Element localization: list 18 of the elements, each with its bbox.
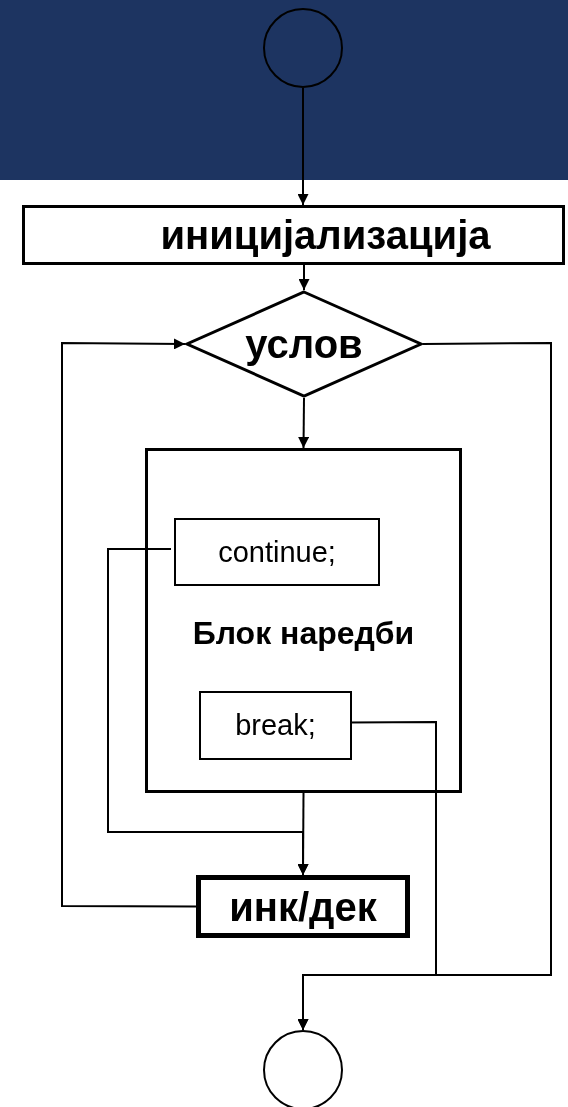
node-label: break;: [235, 711, 316, 740]
node-label: Блок наредби: [191, 617, 416, 649]
process-box: [22, 205, 565, 265]
statement-box: [199, 691, 352, 760]
process-box: [196, 875, 410, 938]
arrow: [298, 264, 310, 291]
node-label: инк/дек: [229, 886, 377, 927]
arrow: [297, 721, 437, 1031]
node-label: иницијализација: [159, 215, 491, 255]
arrow: [298, 397, 310, 449]
arrow: [297, 87, 309, 206]
block-box: [145, 448, 462, 793]
statement-box: [174, 518, 380, 586]
arrow: [61, 338, 197, 908]
node-label: continue;: [218, 537, 336, 567]
node-label: услов: [245, 324, 363, 364]
decision-diamond: [185, 290, 423, 398]
arrow: [107, 548, 309, 876]
